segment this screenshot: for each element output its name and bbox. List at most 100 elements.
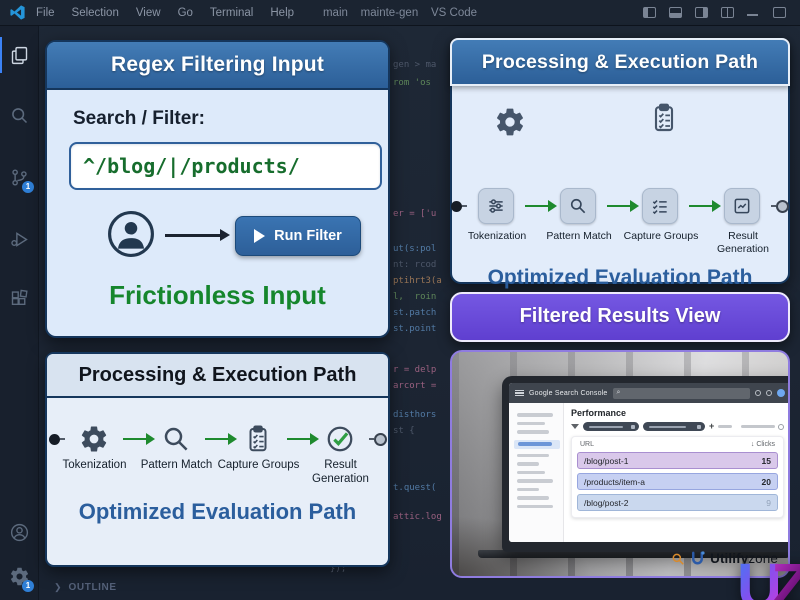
code-line: st { <box>393 426 415 436</box>
table-row[interactable]: /blog/post-2 9 <box>577 494 778 511</box>
menu-icon <box>515 389 524 397</box>
nav-skeleton-item <box>517 421 545 425</box>
watermark-text: Utilifyzone <box>710 551 778 566</box>
settings-gear-icon[interactable]: 1 <box>0 554 38 598</box>
user-avatar-icon <box>108 211 154 257</box>
column-clicks[interactable]: ↓ Clicks <box>750 441 775 448</box>
regex-pattern-value: ^/blog/|/products/ <box>83 154 300 178</box>
magnifier-icon <box>672 553 684 565</box>
menu-selection[interactable]: Selection <box>71 6 119 19</box>
run-filter-label: Run Filter <box>274 228 342 244</box>
step-label-tokenization: Tokenization <box>467 230 527 242</box>
result-generation-icon <box>724 188 760 224</box>
window-controls <box>643 7 800 18</box>
minimize-icon[interactable] <box>747 13 758 16</box>
utilifyzone-watermark: Utilifyzone <box>671 550 778 567</box>
row-url: /blog/post-2 <box>584 497 629 508</box>
code-line: rom 'os <box>393 78 431 88</box>
arrow-icon <box>607 200 639 211</box>
nav-item-performance <box>514 439 560 449</box>
check-circle-icon <box>311 424 369 454</box>
arrow-icon <box>204 433 237 444</box>
maximize-icon[interactable] <box>773 7 786 18</box>
execution-path-card-bottom: Processing & Execution Path <box>45 352 390 567</box>
account-icon[interactable] <box>0 510 38 554</box>
explorer-icon[interactable] <box>0 33 38 77</box>
step-label-result-generation: Result Generation <box>717 230 769 255</box>
start-dot <box>451 200 462 212</box>
execution-path-card-top: Processing & Execution Path <box>450 38 790 289</box>
search-filter-label: Search / Filter: <box>73 108 205 129</box>
code-line: st.patch <box>393 308 437 318</box>
execution-card-title: Processing & Execution Path <box>450 38 790 86</box>
filtered-results-panel: Google Search Console ⌕ <box>450 350 790 578</box>
menubar: File Selection View Go Terminal Help <box>36 7 294 19</box>
regex-input-card: Regex Filtering Input Search / Filter: ^… <box>45 40 390 338</box>
step-label-pattern-match: Pattern Match <box>546 230 612 242</box>
menu-file[interactable]: File <box>36 6 55 19</box>
apps-icon <box>766 390 772 396</box>
arrow-icon <box>525 200 557 211</box>
code-line: arcort = <box>393 381 437 391</box>
row-url: /blog/post-1 <box>584 455 629 466</box>
gsc-search-input[interactable]: ⌕ <box>612 387 750 399</box>
results-table: URL ↓ Clicks /blog/post-1 15 /products/i… <box>571 436 784 518</box>
search-icon[interactable] <box>0 93 38 137</box>
filter-label-skeleton <box>718 425 733 428</box>
table-row[interactable]: /blog/post-1 15 <box>577 452 778 469</box>
menu-go[interactable]: Go <box>177 6 193 19</box>
source-control-icon[interactable]: 1 <box>0 155 38 199</box>
menu-terminal[interactable]: Terminal <box>209 6 254 19</box>
gsc-page-title: Performance <box>571 408 627 418</box>
start-dot <box>48 433 60 445</box>
editor-layout-icon[interactable] <box>721 7 734 18</box>
code-breadcrumb: gen > ma <box>393 60 437 70</box>
uz-letter-z: Z <box>771 554 800 600</box>
filter-chip[interactable] <box>643 422 705 431</box>
toggle-sidebar-icon[interactable] <box>643 7 656 18</box>
gear-icon <box>65 424 123 454</box>
table-row[interactable]: /products/item-a 20 <box>577 473 778 490</box>
chevron-right-icon: ❯ <box>54 582 62 592</box>
gsc-app-title: Google Search Console <box>529 389 608 397</box>
step-label-tokenization: Tokenization <box>62 459 127 471</box>
outline-section-header[interactable]: ❯ OUTLINE <box>54 582 117 593</box>
titlebar: File Selection View Go Terminal Help mai… <box>0 0 800 26</box>
code-line: st.point <box>393 324 437 334</box>
tokenization-icon <box>478 188 514 224</box>
gsc-main: Performance + <box>564 403 788 542</box>
activity-bar: 1 1 <box>0 25 39 600</box>
extensions-icon[interactable] <box>0 277 38 321</box>
filter-icon <box>571 424 579 429</box>
flow-arrow-icon <box>165 229 230 241</box>
arrow-icon <box>122 433 155 444</box>
step-label-result-generation: Result Generation <box>312 459 369 485</box>
menu-view[interactable]: View <box>135 6 161 19</box>
clipboard-icon <box>654 103 674 132</box>
search-console-screen: Google Search Console ⌕ <box>509 383 788 542</box>
step-label-capture-groups: Capture Groups <box>623 230 699 242</box>
code-line: ptihrt3(a <box>393 276 442 286</box>
add-filter-button[interactable]: + <box>709 421 715 431</box>
column-url: URL <box>580 441 595 448</box>
toggle-secondary-sidebar-icon[interactable] <box>695 7 708 18</box>
code-line: l, roin <box>393 292 437 302</box>
filter-chip[interactable] <box>583 422 639 431</box>
code-line: }); <box>330 564 347 574</box>
run-filter-button[interactable]: Run Filter <box>235 216 361 256</box>
vscode-logo-icon <box>10 5 25 20</box>
toggle-panel-icon[interactable] <box>669 7 682 18</box>
pattern-match-icon <box>560 188 596 224</box>
pipeline <box>47 424 388 454</box>
nav-skeleton-item <box>517 479 553 483</box>
scm-badge: 1 <box>22 181 34 193</box>
nav-skeleton-item <box>517 504 553 508</box>
arrow-icon <box>689 200 721 211</box>
menu-help[interactable]: Help <box>270 6 295 19</box>
step-label-capture-groups: Capture Groups <box>217 459 300 471</box>
regex-pattern-input[interactable]: ^/blog/|/products/ <box>69 142 382 190</box>
code-line: ut(s:pol <box>393 244 437 254</box>
run-debug-icon[interactable] <box>0 217 38 261</box>
outline-label: OUTLINE <box>68 582 117 593</box>
